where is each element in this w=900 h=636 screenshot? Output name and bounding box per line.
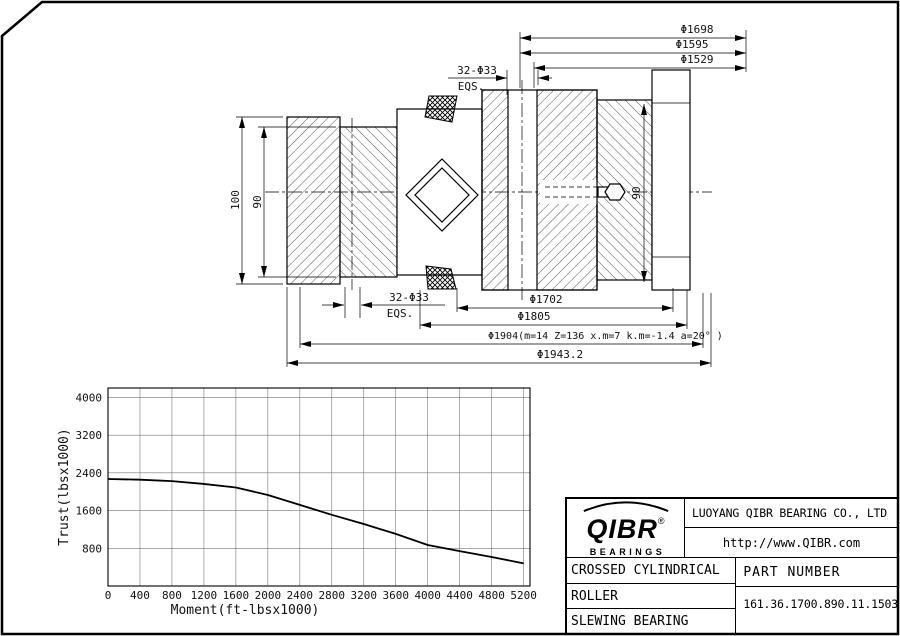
load-capacity-chart: 0 400 800 1200 1600 2000 2400 2800 3200 3600 4000 4…: [57, 387, 537, 618]
x-tick-label: 400: [130, 589, 150, 602]
dim-label-bolt-top-eqs: EQS.: [458, 80, 485, 93]
part-number-label: PART NUMBER: [736, 558, 898, 587]
dim-label-90-right: 90: [630, 186, 643, 199]
y-tick-label: 4000: [76, 391, 103, 404]
thrust-vs-moment-capacity-curve: [107, 478, 524, 565]
title-block: QIBR® BEARINGS LUOYANG QIBR BEARING CO.,…: [565, 497, 898, 634]
company-logo: QIBR® BEARINGS: [567, 499, 685, 557]
x-tick-label: 1200: [191, 589, 218, 602]
title-block-body-row: CROSSED CYLINDRICAL ROLLER SLEWING BEARI…: [567, 558, 898, 634]
dim-label-bolt-bottom-eqs: EQS.: [387, 307, 414, 320]
seal-top: [424, 95, 458, 123]
dim-label-100: 100: [229, 190, 242, 210]
dim-label-bolt-top: 32-Φ33: [457, 64, 497, 77]
dim-label-90-left: 90: [251, 195, 264, 208]
x-tick-label: 4400: [446, 589, 473, 602]
dim-label-d1529: Φ1529: [680, 53, 713, 66]
x-tick-label: 1600: [223, 589, 250, 602]
x-tick-label: 0: [105, 589, 112, 602]
x-tick-label: 2800: [319, 589, 346, 602]
grease-passage-gap: [540, 180, 598, 204]
y-tick-label: 1600: [76, 505, 103, 518]
dim-label-d1595: Φ1595: [675, 38, 708, 51]
y-tick-label: 2400: [76, 467, 103, 480]
product-line-3: SLEWING BEARING: [571, 614, 689, 630]
x-tick-label: 3200: [351, 589, 378, 602]
dim-label-d1904-gear: Φ1904(m=14 Z=136 x.m=7 k.m=-1.4 a=20° ): [488, 331, 723, 342]
dim-label-bolt-bottom: 32-Φ33: [389, 291, 429, 304]
x-tick-label: 4000: [414, 589, 441, 602]
x-tick-label: 800: [162, 589, 182, 602]
inner-ring-flange-section: [339, 126, 398, 278]
product-description: CROSSED CYLINDRICAL ROLLER SLEWING BEARI…: [567, 558, 737, 634]
logo-brand: QIBR®: [586, 509, 664, 545]
logo-brand-text: QIBR: [586, 514, 658, 544]
x-tick-label: 3600: [382, 589, 409, 602]
inner-ring-section: [286, 116, 341, 285]
logo-sub-text: BEARINGS: [589, 547, 666, 557]
company-info: LUOYANG QIBR BEARING CO., LTD http://www…: [685, 499, 898, 557]
y-tick-label: 800: [82, 542, 102, 555]
part-number-section: PART NUMBER 161.36.1700.890.11.1503: [736, 558, 898, 634]
company-website: http://www.QIBR.com: [722, 535, 861, 550]
product-line-2: ROLLER: [567, 584, 736, 610]
x-tick-label: 4800: [478, 589, 505, 602]
title-block-header-row: QIBR® BEARINGS LUOYANG QIBR BEARING CO.,…: [567, 499, 898, 558]
product-line-1: CROSSED CYLINDRICAL: [567, 558, 736, 584]
x-tick-label: 2400: [287, 589, 314, 602]
part-number-value: 161.36.1700.890.11.1503: [743, 597, 898, 611]
dim-label-d1943: Φ1943.2: [537, 348, 583, 361]
bearing-cross-section-drawing: Φ1698 Φ1595 Φ1529 32-Φ33 EQS. 100 90 90 …: [229, 23, 747, 367]
x-tick-label: 5200: [510, 589, 537, 602]
grease-fitting-icon: [604, 183, 626, 201]
seal-bottom: [425, 265, 457, 290]
dim-label-d1698: Φ1698: [680, 23, 713, 36]
dim-label-d1702: Φ1702: [529, 293, 562, 306]
registered-mark-icon: ®: [657, 516, 665, 526]
company-name: LUOYANG QIBR BEARING CO., LTD: [685, 499, 898, 528]
outer-ring-left-section: [481, 89, 509, 291]
x-axis-label: Moment(ft-lbsx1000): [171, 603, 320, 618]
y-tick-label: 3200: [76, 429, 103, 442]
dim-label-d1805: Φ1805: [517, 310, 550, 323]
x-tick-label: 2000: [255, 589, 282, 602]
plot-border: [107, 387, 531, 587]
y-axis-label: Trust(lbsx1000): [57, 428, 72, 545]
